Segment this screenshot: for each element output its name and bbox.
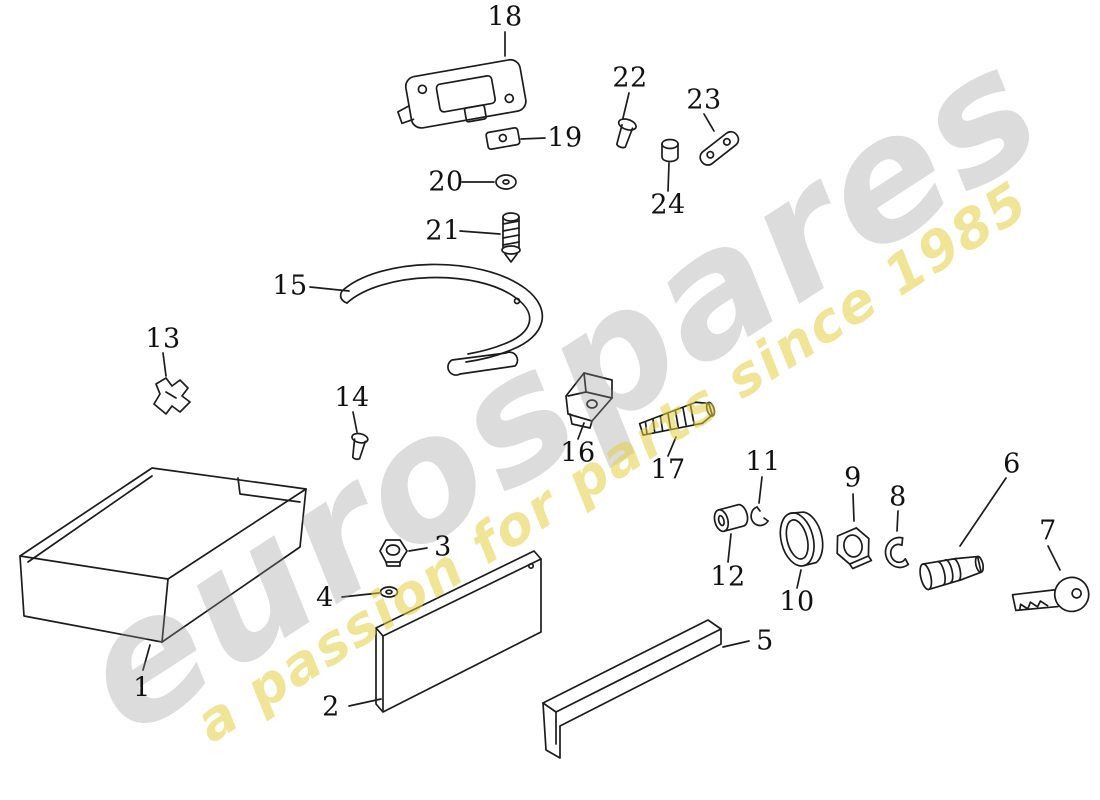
part-label-15: 15 bbox=[272, 270, 308, 302]
part-label-5: 5 bbox=[756, 625, 774, 657]
part-label-19: 19 bbox=[547, 122, 583, 154]
part-label-1: 1 bbox=[133, 672, 151, 704]
part-6-lock-cylinder bbox=[919, 555, 985, 591]
part-20-washer bbox=[495, 174, 517, 190]
part-label-7: 7 bbox=[1039, 515, 1057, 547]
part-label-21: 21 bbox=[425, 215, 461, 247]
part-10-bezel bbox=[779, 511, 824, 567]
part-3-nut bbox=[379, 539, 408, 567]
part-9-nut bbox=[836, 527, 873, 570]
part-label-17: 17 bbox=[650, 454, 686, 486]
part-14-pin bbox=[351, 432, 369, 461]
part-1-glove-box bbox=[19, 467, 307, 643]
part-13-clip bbox=[153, 377, 191, 415]
part-label-12: 12 bbox=[710, 561, 746, 593]
part-23-plate bbox=[699, 130, 740, 166]
part-22-rivet bbox=[615, 118, 637, 149]
part-label-14: 14 bbox=[334, 382, 370, 414]
part-label-3: 3 bbox=[434, 531, 452, 563]
part-label-9: 9 bbox=[844, 462, 862, 494]
part-12-bushing bbox=[713, 503, 749, 533]
part-8-lock-washer bbox=[884, 536, 910, 569]
part-label-11: 11 bbox=[745, 446, 781, 478]
part-18-latch-mechanism bbox=[397, 58, 527, 129]
part-15-strap bbox=[339, 263, 544, 376]
part-19-clip bbox=[485, 126, 521, 151]
part-17-screw bbox=[638, 401, 716, 436]
part-4-washer bbox=[379, 586, 399, 598]
part-label-20: 20 bbox=[428, 166, 464, 198]
part-label-24: 24 bbox=[650, 189, 686, 221]
part-21-screw bbox=[501, 212, 521, 263]
part-label-22: 22 bbox=[612, 62, 648, 94]
part-label-13: 13 bbox=[145, 323, 181, 355]
part-label-23: 23 bbox=[686, 84, 722, 116]
part-16-bracket bbox=[565, 372, 613, 429]
part-2-panel bbox=[375, 550, 542, 713]
part-11-clip bbox=[750, 506, 769, 527]
part-5-panel bbox=[542, 619, 722, 759]
part-24-spacer bbox=[661, 138, 679, 163]
part-label-18: 18 bbox=[487, 1, 523, 33]
part-label-10: 10 bbox=[779, 586, 815, 618]
part-label-2: 2 bbox=[322, 691, 340, 723]
part-label-8: 8 bbox=[889, 481, 907, 513]
part-7-key bbox=[1011, 576, 1090, 613]
part-label-16: 16 bbox=[560, 437, 596, 469]
part-label-4: 4 bbox=[316, 582, 334, 614]
part-label-6: 6 bbox=[1003, 448, 1021, 480]
leader-lines bbox=[142, 31, 1061, 707]
